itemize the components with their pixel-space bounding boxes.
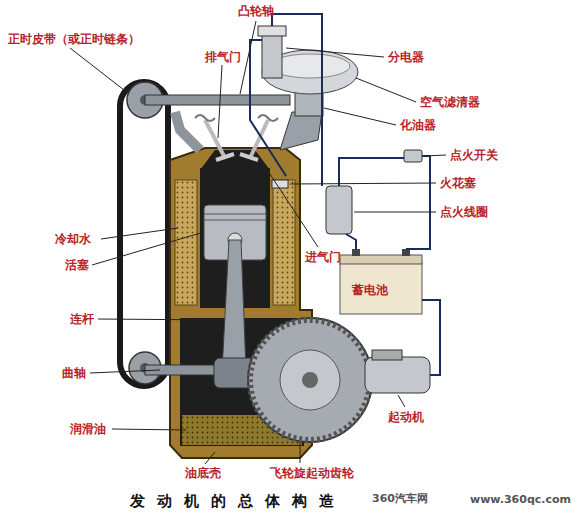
part-label: 活塞 — [65, 258, 89, 272]
exhaust-valve — [205, 120, 225, 158]
part-label: 曲轴 — [62, 366, 86, 380]
distributor-cap — [258, 26, 286, 36]
part-label: 连杆 — [70, 312, 94, 326]
camshaft — [145, 95, 290, 105]
combustion-chamber — [200, 150, 270, 170]
valve-spring — [195, 115, 215, 121]
part-label: 冷却水 — [55, 232, 91, 246]
valve-head — [240, 154, 258, 160]
battery — [340, 262, 422, 314]
watermark: www.360qc.com — [470, 493, 571, 507]
leader-lines — [70, 21, 446, 464]
exhaust-pipe — [175, 112, 200, 150]
part-label: 进气门 — [305, 250, 341, 264]
flywheel — [248, 318, 372, 442]
flywheel-hub — [280, 350, 340, 410]
solenoid — [372, 350, 402, 360]
part-label: 化油器 — [400, 118, 436, 132]
valve-head — [216, 154, 234, 160]
piston-ring — [204, 214, 266, 215]
wiring — [250, 14, 440, 375]
part-label: 点火开关 — [450, 148, 498, 162]
flywheel-center — [302, 372, 318, 388]
part-label: 排气门 — [205, 50, 241, 64]
connecting-rod — [222, 240, 246, 372]
distributor — [262, 30, 282, 78]
part-label: 分电器 — [388, 50, 424, 64]
part-label: 正时皮带（或正时链条） — [8, 32, 140, 46]
part-label: 空气滤清器 — [420, 95, 480, 109]
part-label: 飞轮旋起动齿轮 — [270, 466, 354, 480]
intake-manifold — [280, 112, 322, 150]
part-label: 润滑油 — [70, 422, 106, 436]
ignition-coil — [326, 186, 352, 234]
terminal — [402, 249, 410, 256]
terminal — [352, 249, 360, 256]
part-label: 油底壳 — [185, 466, 221, 480]
part-label: 凸轮轴 — [238, 4, 274, 18]
battery-top — [340, 255, 422, 264]
timing-belt — [120, 82, 168, 386]
coolant-jacket — [273, 180, 295, 305]
ring-gear — [250, 320, 370, 440]
coolant-jacket — [175, 180, 197, 305]
part-label: 点火线圈 — [440, 205, 488, 219]
part-label: 火花塞 — [440, 176, 476, 190]
starter-motor — [365, 357, 430, 393]
ignition-switch — [404, 150, 422, 162]
valve-spring — [258, 115, 278, 121]
part-label: 起动机 — [388, 410, 424, 424]
watermark: 360汽车网 — [372, 492, 428, 506]
part-label: 蓄电池 — [352, 283, 388, 297]
caption: 发动机的总体构造 — [130, 492, 346, 510]
piston-ring — [204, 220, 266, 221]
